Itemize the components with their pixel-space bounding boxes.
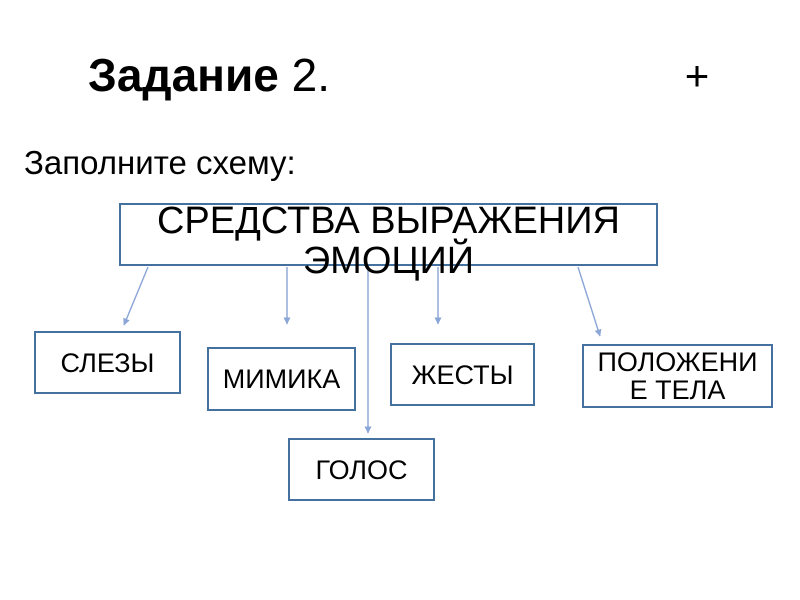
slide-title: Задание 2. <box>88 48 330 102</box>
slide-title-main: Задание <box>88 49 279 101</box>
child-box-golos-label: ГОЛОС <box>315 454 408 485</box>
plus-mark: + <box>684 52 710 99</box>
child-box-slezy: СЛЕЗЫ <box>34 331 181 394</box>
root-box-label: СРЕДСТВА ВЫРАЖЕНИЯ ЭМОЦИЙ <box>156 200 620 282</box>
child-box-golos: ГОЛОС <box>288 438 435 501</box>
connector-root-slezy <box>123 266 149 326</box>
child-box-polozhenie-tela-label: ПОЛОЖЕНИ Е ТЕЛА <box>597 347 758 405</box>
slide-title-number: 2. <box>291 49 330 101</box>
child-box-mimika-label: МИМИКА <box>222 364 341 394</box>
root-box-sredstva-vyrazheniya: СРЕДСТВА ВЫРАЖЕНИЯ ЭМОЦИЙ <box>119 201 658 281</box>
child-box-polozhenie-tela: ПОЛОЖЕНИ Е ТЕЛА <box>582 344 773 408</box>
child-box-zhesty: ЖЕСТЫ <box>390 343 535 406</box>
child-box-zhesty-label: ЖЕСТЫ <box>411 359 514 390</box>
instruction-text: Заполните схему: <box>24 144 296 181</box>
child-box-mimika: МИМИКА <box>207 347 356 411</box>
child-box-slezy-label: СЛЕЗЫ <box>60 347 155 378</box>
